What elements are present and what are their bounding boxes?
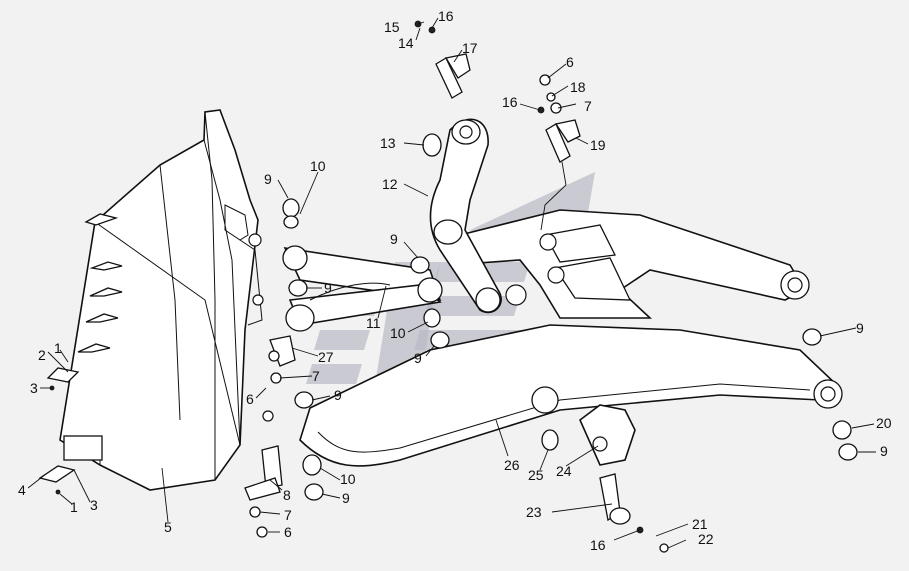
callout-11: 11 <box>366 315 381 331</box>
callout-18: 18 <box>570 79 586 95</box>
callout-9-c: 9 <box>324 280 332 296</box>
callout-20: 20 <box>876 415 892 431</box>
callout-24: 24 <box>556 463 572 479</box>
callout-17: 17 <box>462 40 478 56</box>
callout-7-mid: 7 <box>312 368 320 384</box>
callout-10-c: 10 <box>340 471 356 487</box>
callout-23: 23 <box>526 504 542 520</box>
callout-22: 22 <box>698 531 714 547</box>
callout-25: 25 <box>528 467 544 483</box>
callout-16-mid: 16 <box>502 94 518 110</box>
callout-9-e: 9 <box>856 320 864 336</box>
callout-4: 4 <box>18 482 26 498</box>
link-bars <box>282 245 443 332</box>
callout-3-top: 3 <box>30 380 38 396</box>
callout-2: 2 <box>38 347 46 363</box>
callout-26: 26 <box>504 457 520 473</box>
callout-10-a: 10 <box>310 158 326 174</box>
callout-10-b: 10 <box>390 325 406 341</box>
callout-16-top: 16 <box>438 8 454 24</box>
leader-lines <box>27 17 876 549</box>
callout-6-top: 6 <box>566 54 574 70</box>
callout-21: 21 <box>692 516 708 532</box>
callout-7-top: 7 <box>584 98 592 114</box>
callout-13: 13 <box>380 135 396 151</box>
callout-15: 15 <box>384 19 400 35</box>
callout-5: 5 <box>164 519 172 535</box>
callout-1-top: 1 <box>54 340 62 356</box>
callout-6-bottom: 6 <box>284 524 292 540</box>
rocker-lever <box>429 118 527 314</box>
callout-12: 12 <box>382 176 398 192</box>
callout-9-h: 9 <box>342 490 350 506</box>
bushings-and-pins <box>244 20 858 553</box>
callout-9-g: 9 <box>880 443 888 459</box>
boom-arm <box>299 324 843 467</box>
callout-27: 27 <box>318 349 334 365</box>
callout-labels: 15 16 14 17 6 18 16 7 13 19 12 9 10 9 9 … <box>18 8 892 553</box>
callout-16-bottom: 16 <box>590 537 606 553</box>
callout-7-bottom: 7 <box>284 507 292 523</box>
callout-6-mid: 6 <box>246 391 254 407</box>
upper-frame <box>438 209 810 319</box>
bucket <box>38 109 264 495</box>
callout-9-f: 9 <box>334 387 342 403</box>
callout-8: 8 <box>283 487 291 503</box>
callout-9-d: 9 <box>414 350 422 366</box>
callout-14: 14 <box>398 35 414 51</box>
callout-9-a: 9 <box>264 171 272 187</box>
callout-3-bottom: 3 <box>90 497 98 513</box>
callout-19: 19 <box>590 137 606 153</box>
callout-9-b: 9 <box>390 231 398 247</box>
callout-1-bottom: 1 <box>70 499 78 515</box>
